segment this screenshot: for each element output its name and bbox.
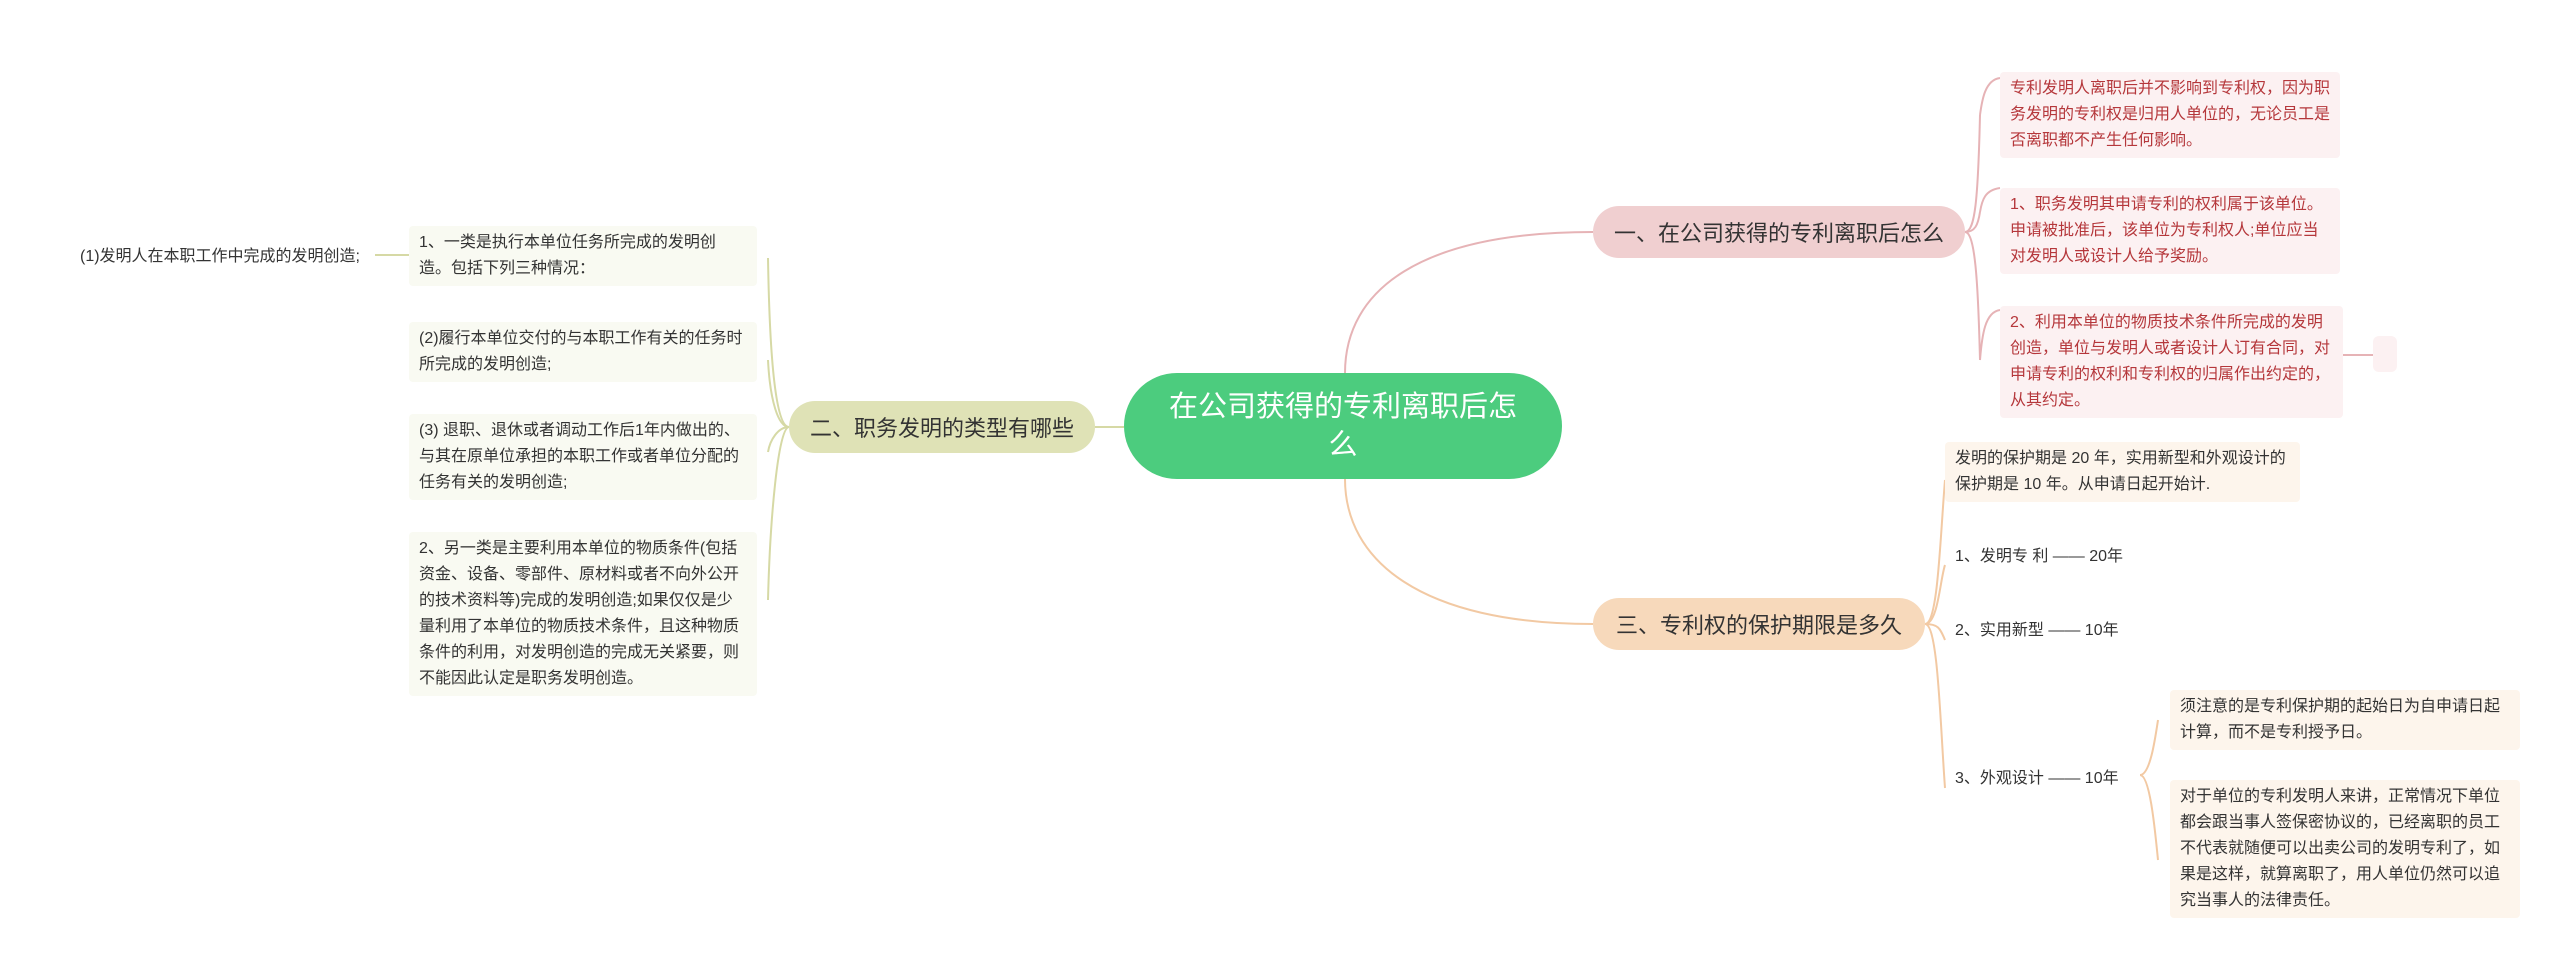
branch-topic-3[interactable]: 三、专利权的保护期限是多久 (1593, 598, 1925, 650)
leaf-topic[interactable]: (3) 退职、退休或者调动工作后1年内做出的、与其在原单位承担的本职工作或者单位… (409, 414, 757, 500)
branch-topic-3-label: 三、专利权的保护期限是多久 (1615, 613, 1902, 638)
leaf-text: 发明的保护期是 20 年，实用新型和外观设计的保护期是 10 年。从申请日起开始… (1955, 450, 2286, 493)
branch-topic-1-label: 一、在公司获得的专利离职后怎么 (1613, 221, 1944, 246)
leaf-topic[interactable]: 1、一类是执行本单位任务所完成的发明创造。包括下列三种情况： (409, 226, 757, 286)
leaf-topic[interactable]: (2)履行本单位交付的与本职工作有关的任务时所完成的发明创造; (409, 322, 757, 382)
sub-leaf-text: 须注意的是专利保护期的起始日为自申请日起计算，而不是专利授予日。 (2180, 698, 2501, 741)
leaf-text: 1、发明专 利 —— 20年 (1955, 548, 2124, 565)
leaf-text: 专利发明人离职后并不影响到专利权，因为职务发明的专利权是归用人单位的，无论员工是… (2010, 80, 2331, 149)
leaf-text: 1、职务发明其申请专利的权利属于该单位。申请被批准后，该单位为专利权人;单位应当… (2010, 196, 2323, 265)
sub-leaf-topic[interactable]: 对于单位的专利发明人来讲，正常情况下单位都会跟当事人签保密协议的，已经离职的员工… (2170, 780, 2520, 918)
leaf-text: 2、利用本单位的物质技术条件所完成的发明创造，单位与发明人或者设计人订有合同，对… (2010, 314, 2331, 409)
leaf-text: 2、实用新型 —— 10年 (1955, 622, 2119, 639)
central-topic[interactable]: 在公司获得的专利离职后怎么 (1124, 373, 1562, 479)
sub-leaf-topic[interactable]: 须注意的是专利保护期的起始日为自申请日起计算，而不是专利授予日。 (2170, 690, 2520, 750)
branch-topic-1[interactable]: 一、在公司获得的专利离职后怎么 (1593, 206, 1965, 258)
branch-topic-2-label: 二、职务发明的类型有哪些 (809, 416, 1074, 441)
leaf-topic[interactable]: 发明的保护期是 20 年，实用新型和外观设计的保护期是 10 年。从申请日起开始… (1945, 442, 2300, 502)
leaf-topic[interactable]: 3、外观设计 —— 10年 (1945, 762, 2140, 796)
leaf-text: (3) 退职、退休或者调动工作后1年内做出的、与其在原单位承担的本职工作或者单位… (419, 422, 740, 491)
leaf-text: 3、外观设计 —— 10年 (1955, 770, 2119, 787)
leaf-topic[interactable]: 2、利用本单位的物质技术条件所完成的发明创造，单位与发明人或者设计人订有合同，对… (2000, 306, 2343, 418)
leaf-topic[interactable]: 1、发明专 利 —— 20年 (1945, 540, 2165, 574)
central-topic-label: 在公司获得的专利离职后怎么 (1168, 391, 1517, 461)
empty-topic[interactable] (2373, 336, 2397, 372)
leaf-topic[interactable]: 专利发明人离职后并不影响到专利权，因为职务发明的专利权是归用人单位的，无论员工是… (2000, 72, 2340, 158)
leaf-topic[interactable]: 2、另一类是主要利用本单位的物质条件(包括资金、设备、零部件、原材料或者不向外公… (409, 532, 757, 696)
leaf-text: 2、另一类是主要利用本单位的物质条件(包括资金、设备、零部件、原材料或者不向外公… (419, 540, 740, 687)
leaf-topic[interactable]: 1、职务发明其申请专利的权利属于该单位。申请被批准后，该单位为专利权人;单位应当… (2000, 188, 2340, 274)
sub-leaf-topic[interactable]: (1)发明人在本职工作中完成的发明创造; (70, 240, 380, 274)
leaf-text: 1、一类是执行本单位任务所完成的发明创造。包括下列三种情况： (419, 234, 716, 277)
branch-topic-2[interactable]: 二、职务发明的类型有哪些 (789, 401, 1095, 453)
sub-leaf-text: (1)发明人在本职工作中完成的发明创造; (80, 248, 361, 265)
leaf-text: (2)履行本单位交付的与本职工作有关的任务时所完成的发明创造; (419, 330, 743, 373)
leaf-topic[interactable]: 2、实用新型 —— 10年 (1945, 614, 2165, 648)
sub-leaf-text: 对于单位的专利发明人来讲，正常情况下单位都会跟当事人签保密协议的，已经离职的员工… (2180, 788, 2501, 909)
